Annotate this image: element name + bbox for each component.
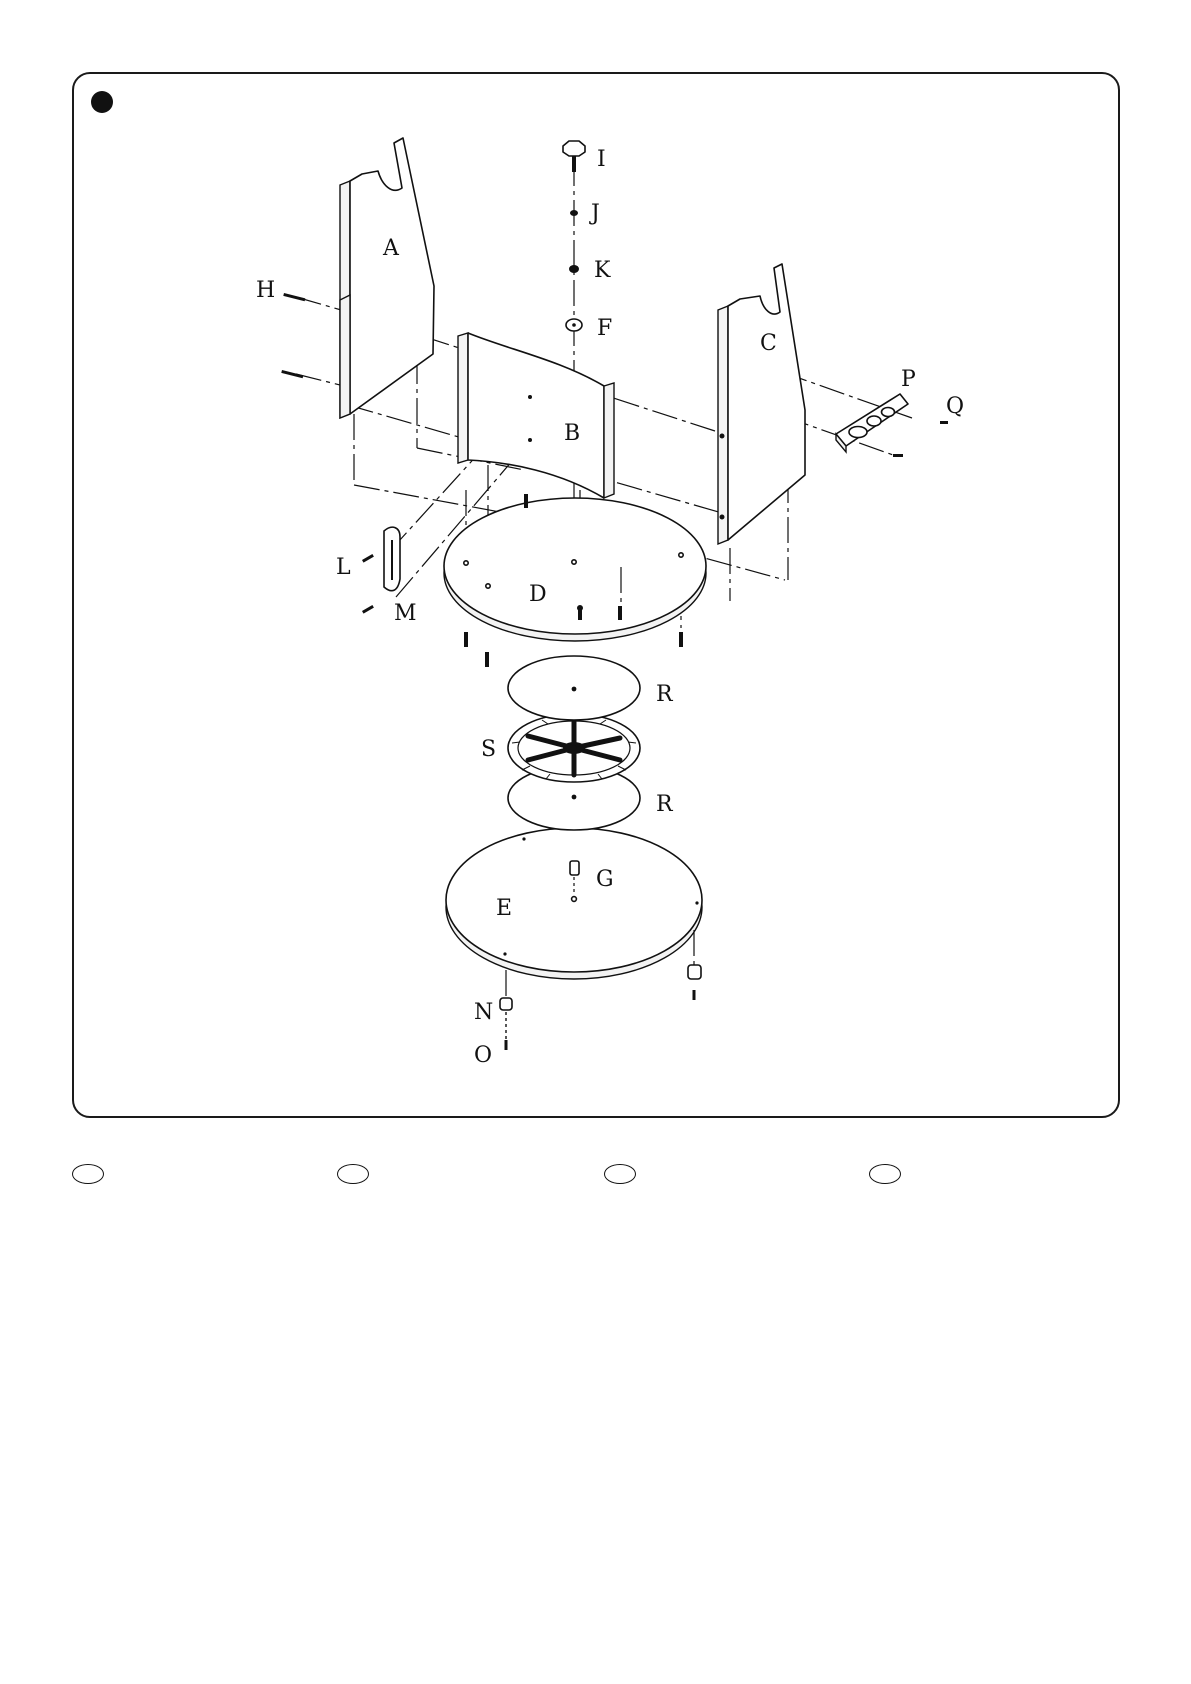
felt-disc-r-top <box>508 656 640 720</box>
washer-f <box>566 319 582 331</box>
label-m: M <box>394 601 417 626</box>
base-panel-e <box>446 828 702 979</box>
label-q: Q <box>946 394 964 419</box>
language-marker-3 <box>604 1164 636 1184</box>
label-s: S <box>481 737 496 762</box>
side-panel-a <box>340 138 434 418</box>
label-e: E <box>496 896 512 921</box>
screws-q <box>893 421 948 457</box>
label-f: F <box>597 316 612 341</box>
label-r-top: R <box>656 682 674 707</box>
language-marker-2 <box>337 1164 369 1184</box>
bolts-h <box>281 293 305 378</box>
label-n: N <box>474 1000 493 1025</box>
cup-bracket-p <box>836 394 908 452</box>
foot-n-right <box>688 930 701 1000</box>
label-b: B <box>564 421 580 446</box>
label-p: P <box>901 367 916 392</box>
foot-n-left <box>500 970 512 1050</box>
label-o: O <box>474 1043 492 1068</box>
spring-washer-j <box>570 210 578 216</box>
platform-d <box>444 498 706 641</box>
language-marker-1 <box>72 1164 104 1184</box>
center-panel-b <box>458 333 614 498</box>
label-r-bottom: R <box>656 792 674 817</box>
label-j: J <box>589 201 600 226</box>
nut-k <box>569 265 579 273</box>
label-d: D <box>529 582 547 607</box>
label-l: L <box>336 555 351 580</box>
label-h: H <box>256 278 275 303</box>
knob-i <box>563 141 585 172</box>
turntable-bearing-s <box>508 714 640 782</box>
label-g: G <box>596 867 614 892</box>
label-a: A <box>382 236 400 261</box>
label-c: C <box>760 331 777 356</box>
side-panel-c <box>718 264 805 544</box>
language-marker-4 <box>869 1164 901 1184</box>
label-i: I <box>597 147 606 172</box>
label-k: K <box>594 258 611 283</box>
